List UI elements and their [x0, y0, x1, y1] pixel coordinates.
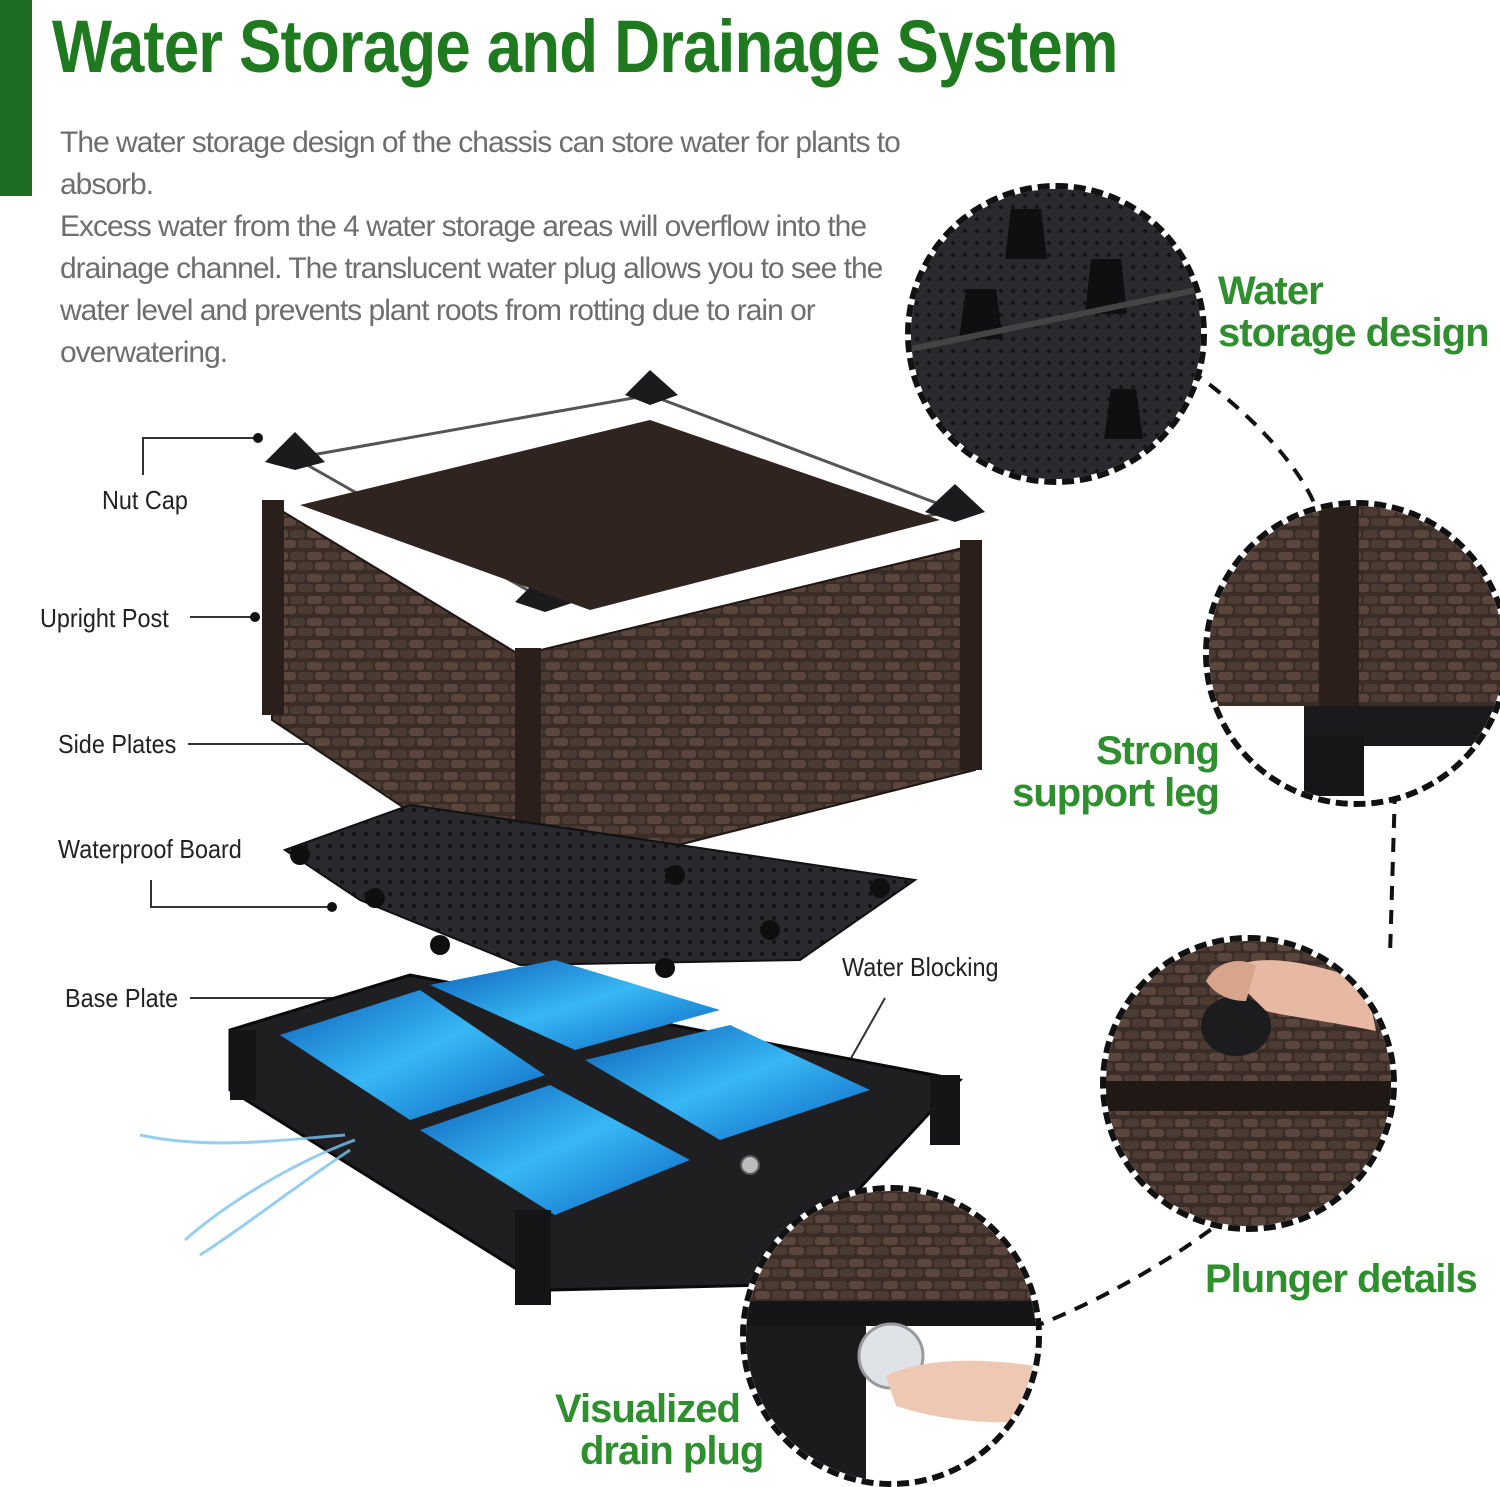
- page-title: Water Storage and Drainage System: [52, 5, 1118, 88]
- support-leg-detail-image: [1209, 506, 1500, 801]
- label-waterproof-board: Waterproof Board: [58, 834, 242, 864]
- callout-support-leg: Strong support leg: [1008, 729, 1220, 815]
- plunger-detail-image: [1106, 941, 1391, 1226]
- detail-circle-plunger: [1100, 935, 1397, 1232]
- callout-plunger: Plunger details: [1205, 1257, 1478, 1301]
- intro-paragraph-1: The water storage design of the chassis …: [60, 126, 901, 201]
- detail-circle-water-storage: [905, 183, 1207, 485]
- label-base-plate: Base Plate: [65, 983, 179, 1013]
- label-nut-cap: Nut Cap: [102, 485, 188, 515]
- callout-drain-plug-line1: Visualized: [555, 1387, 741, 1431]
- intro-paragraph-2: Excess water from the 4 water storage ar…: [60, 210, 883, 369]
- callout-water-storage: Water storage design: [1218, 269, 1490, 355]
- detail-circle-support-leg: [1203, 500, 1500, 807]
- label-side-plates: Side Plates: [58, 729, 177, 759]
- accent-bar: [0, 0, 32, 196]
- callout-drain-plug: Visualized drain plug: [555, 1387, 764, 1473]
- drain-plug-detail-image: [746, 1191, 1036, 1481]
- callout-water-storage-line2: storage design: [1218, 311, 1490, 355]
- callout-plunger-line1: Plunger details: [1205, 1257, 1478, 1301]
- water-storage-detail-image: [911, 189, 1201, 479]
- callout-water-storage-line1: Water: [1218, 269, 1324, 313]
- callout-support-leg-line1: Strong: [1096, 729, 1220, 773]
- callout-support-leg-line2: support leg: [1012, 771, 1220, 815]
- label-water-blocking: Water Blocking: [842, 952, 999, 982]
- callout-drain-plug-line2: drain plug: [580, 1429, 764, 1473]
- detail-circle-drain-plug: [740, 1185, 1042, 1487]
- intro-text: The water storage design of the chassis …: [60, 122, 920, 374]
- label-upright-post: Upright Post: [40, 603, 169, 633]
